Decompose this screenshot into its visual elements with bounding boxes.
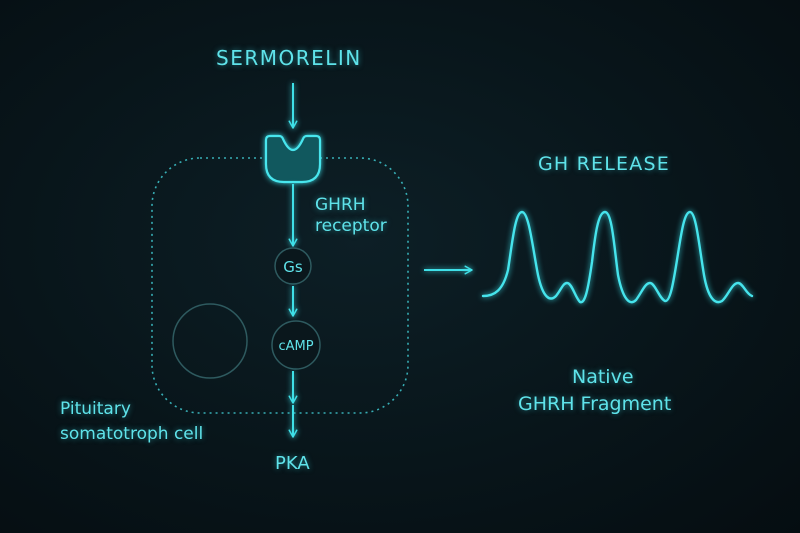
- cell-membrane-outline: [151, 157, 409, 414]
- output-caption-line1: Native: [572, 366, 634, 388]
- cell-label-line1: Pituitary: [60, 399, 131, 419]
- camp-node: cAMP: [271, 320, 321, 370]
- nucleus-circle-icon: [172, 303, 248, 379]
- cell-label-line2: somatotroph cell: [60, 424, 204, 444]
- output-caption-line2: GHRH Fragment: [518, 393, 672, 415]
- gs-label: Gs: [283, 258, 303, 276]
- receptor-label-line1: GHRH: [315, 195, 366, 215]
- gh-release-title: GH RELEASE: [538, 153, 670, 175]
- receptor-label-line2: receptor: [315, 216, 387, 236]
- pka-label: PKA: [275, 453, 310, 474]
- gs-node: Gs: [274, 247, 312, 285]
- sermorelin-title: SERMORELIN: [216, 46, 362, 70]
- gh-pulse-waveform: [481, 210, 754, 304]
- camp-label: cAMP: [278, 339, 313, 354]
- cup-shaped-receptor-icon: [264, 134, 322, 184]
